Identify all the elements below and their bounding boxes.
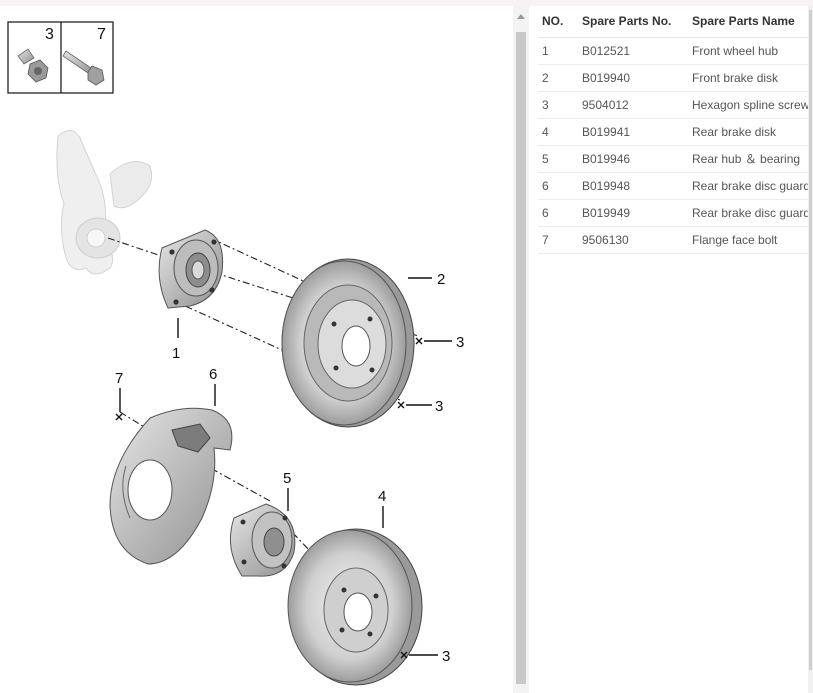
callout-7: 7 [115, 370, 123, 387]
table-row[interactable]: 1 B012521 Front wheel hub [538, 37, 808, 65]
row-part-name: Hexagon spline screw [689, 91, 808, 119]
row-no: 5 [538, 145, 579, 173]
callout-3b: 3 [435, 398, 443, 415]
row-part-no: B019946 [579, 145, 689, 173]
row-part-no: 9504012 [579, 91, 689, 119]
row-no: 6 [538, 172, 579, 200]
row-no: 2 [538, 64, 579, 92]
table-row[interactable]: 4 B019941 Rear brake disk [538, 118, 808, 146]
legend-box: 3 7 [7, 21, 114, 94]
table-row[interactable]: 7 9506130 Flange face bolt [538, 226, 808, 254]
callout-2: 2 [437, 271, 445, 288]
row-part-name: Rear brake disc guard [689, 172, 808, 200]
header-part-name: Spare Parts Name [689, 6, 808, 38]
callout-6: 6 [209, 366, 217, 383]
row-part-no: B019941 [579, 118, 689, 146]
row-no: 4 [538, 118, 579, 146]
top-strip [0, 0, 813, 6]
row-part-name: Flange face bolt [689, 226, 808, 254]
row-no: 1 [538, 37, 579, 65]
spare-parts-table-pane: NO. Spare Parts No. Spare Parts Name 1 B… [530, 6, 808, 693]
hexagon-spline-screw-icon [17, 48, 49, 83]
table-scrollbar-thumb[interactable] [809, 10, 812, 670]
row-part-no: B012521 [579, 37, 689, 65]
table-row[interactable]: 3 9504012 Hexagon spline screw [538, 91, 808, 119]
row-part-no: B019948 [579, 172, 689, 200]
diagram-scrollbar[interactable] [513, 6, 529, 693]
front-brake-disk [281, 258, 415, 428]
row-part-no: 9506130 [579, 226, 689, 254]
row-part-name: Front brake disk [689, 64, 808, 92]
table-row[interactable]: 2 B019940 Front brake disk [538, 64, 808, 92]
legend-number-bolt: 7 [97, 26, 106, 43]
front-wheel-hub [158, 229, 224, 309]
callout-1: 1 [172, 345, 180, 362]
flange-bolt-icon [62, 50, 105, 86]
row-part-name: Rear hub ＆ bearing [689, 145, 808, 173]
row-no: 3 [538, 91, 579, 119]
callout-leader-lines [119, 277, 452, 656]
row-no: 7 [538, 226, 579, 254]
table-scrollbar[interactable] [808, 6, 813, 693]
diagram-canvas: 3 7 [7, 21, 464, 686]
legend-number-screw: 3 [45, 26, 54, 43]
callout-5: 5 [283, 470, 291, 487]
row-part-name: Front wheel hub [689, 37, 808, 65]
diagram-scrollbar-thumb[interactable] [516, 32, 526, 684]
table-row[interactable]: 6 B019949 Rear brake disc guard [538, 199, 808, 227]
row-part-name: Rear brake disc guard [689, 199, 808, 227]
exploded-parts-diagram: 3 7 [0, 6, 512, 693]
steering-knuckle [56, 130, 153, 275]
rear-hub-bearing [229, 503, 296, 577]
table-row[interactable]: 6 B019948 Rear brake disc guard [538, 172, 808, 200]
table-row[interactable]: 5 B019946 Rear hub ＆ bearing [538, 145, 808, 173]
callout-3c: 3 [442, 648, 450, 665]
table-header-row: NO. Spare Parts No. Spare Parts Name [538, 6, 808, 38]
scroll-up-arrow-icon[interactable] [517, 14, 525, 19]
callout-3a: 3 [456, 334, 464, 351]
row-part-name: Rear brake disk [689, 118, 808, 146]
callout-4: 4 [378, 488, 386, 505]
rear-brake-disc-guard [109, 407, 233, 565]
header-part-no: Spare Parts No. [579, 6, 689, 38]
row-part-no: B019940 [579, 64, 689, 92]
screw-position-markers [115, 337, 423, 659]
row-part-no: B019949 [579, 199, 689, 227]
header-no: NO. [538, 6, 579, 38]
spare-parts-table: NO. Spare Parts No. Spare Parts Name 1 B… [538, 6, 808, 254]
row-no: 6 [538, 199, 579, 227]
rear-brake-disk [287, 528, 423, 686]
